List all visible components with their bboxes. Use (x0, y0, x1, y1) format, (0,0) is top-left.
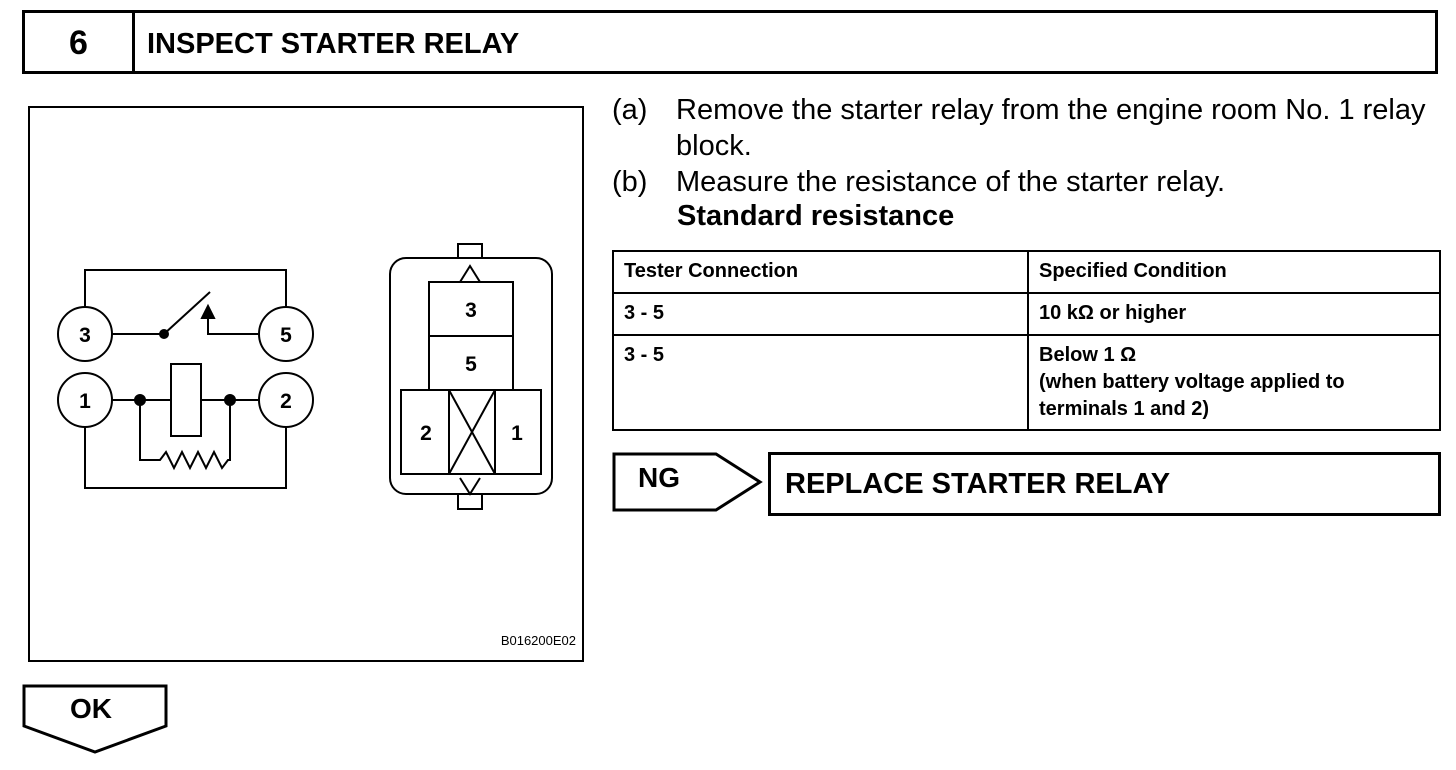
spec-table: Tester Connection Specified Condition 3 … (612, 250, 1441, 431)
instruction-text: Remove the starter relay from the engine… (676, 94, 1426, 162)
ng-arrow-shape (612, 452, 763, 512)
instruction-label: (b) (612, 166, 648, 198)
terminal-label: 2 (280, 390, 292, 413)
junction-left (134, 394, 146, 406)
table-header-cell: Specified Condition (1027, 250, 1441, 294)
relay-figure: 3 5 1 2 3 5 2 1 B016200E02 (28, 106, 584, 662)
table-row: 3 - 5 10 kΩ or higher (612, 292, 1441, 336)
ok-label: OK (70, 693, 112, 724)
switch-contact-arrow (200, 303, 216, 319)
switch-pivot (159, 329, 169, 339)
condition-line: (when battery voltage applied to (1039, 371, 1345, 393)
connector-top-notch (459, 264, 481, 283)
terminal-1-circle (57, 372, 113, 428)
step-number: 6 (25, 13, 135, 71)
wire-resistor (139, 400, 231, 471)
tester-connection-cell: 3 - 5 (612, 334, 1029, 431)
instruction-text: Measure the resistance of the starter re… (676, 166, 1226, 198)
specified-condition-cell: 10 kΩ or higher (1027, 292, 1441, 336)
specified-condition-cell: Below 1 Ω (when battery voltage applied … (1027, 334, 1441, 431)
relay-coil (170, 363, 202, 437)
standard-heading: Standard resistance (677, 200, 955, 232)
connector-top-tab (457, 243, 483, 260)
ng-action-text: REPLACE STARTER RELAY (785, 468, 1171, 500)
connector-bottom-tab (457, 493, 483, 510)
ok-arrow-shape (22, 684, 168, 754)
step-header: 6 INSPECT STARTER RELAY (22, 10, 1438, 74)
table-row: 3 - 5 Below 1 Ω (when battery voltage ap… (612, 334, 1441, 431)
terminal-label: 1 (79, 390, 91, 413)
terminal-5-circle (258, 306, 314, 362)
relay-diagram: 3 5 1 2 3 5 2 1 (57, 243, 553, 510)
wire-top-loop (84, 269, 287, 310)
condition-line: Below 1 Ω (1039, 344, 1137, 366)
wire-switch-blade (163, 291, 211, 335)
table-header-cell: Tester Connection (612, 250, 1029, 294)
junction-right (224, 394, 236, 406)
connector-bottom-notch (459, 477, 481, 496)
wire-switch-right (207, 310, 258, 335)
connector-cell-dividers (448, 389, 496, 475)
wire-bottom-loop (84, 426, 287, 489)
tester-connection-cell: 3 - 5 (612, 292, 1029, 336)
table-header-row: Tester Connection Specified Condition (612, 250, 1441, 294)
ng-label: NG (638, 462, 680, 493)
instruction-label: (a) (612, 94, 648, 126)
terminal-label: 5 (280, 324, 292, 347)
connector-body (389, 257, 553, 495)
connector-cell-bottom (400, 389, 542, 475)
terminal-3-circle (57, 306, 113, 362)
terminal-2-circle (258, 372, 314, 428)
connector-label: 5 (465, 353, 477, 376)
ng-result-box: REPLACE STARTER RELAY (768, 452, 1441, 516)
connector-label: 3 (465, 299, 477, 322)
connector-label: 2 (420, 422, 432, 445)
figure-code: B016200E02 (500, 633, 576, 648)
step-title: INSPECT STARTER RELAY (147, 28, 520, 60)
terminal-label: 3 (79, 324, 91, 347)
condition-line: terminals 1 and 2) (1039, 398, 1210, 420)
connector-label: 1 (511, 422, 523, 445)
